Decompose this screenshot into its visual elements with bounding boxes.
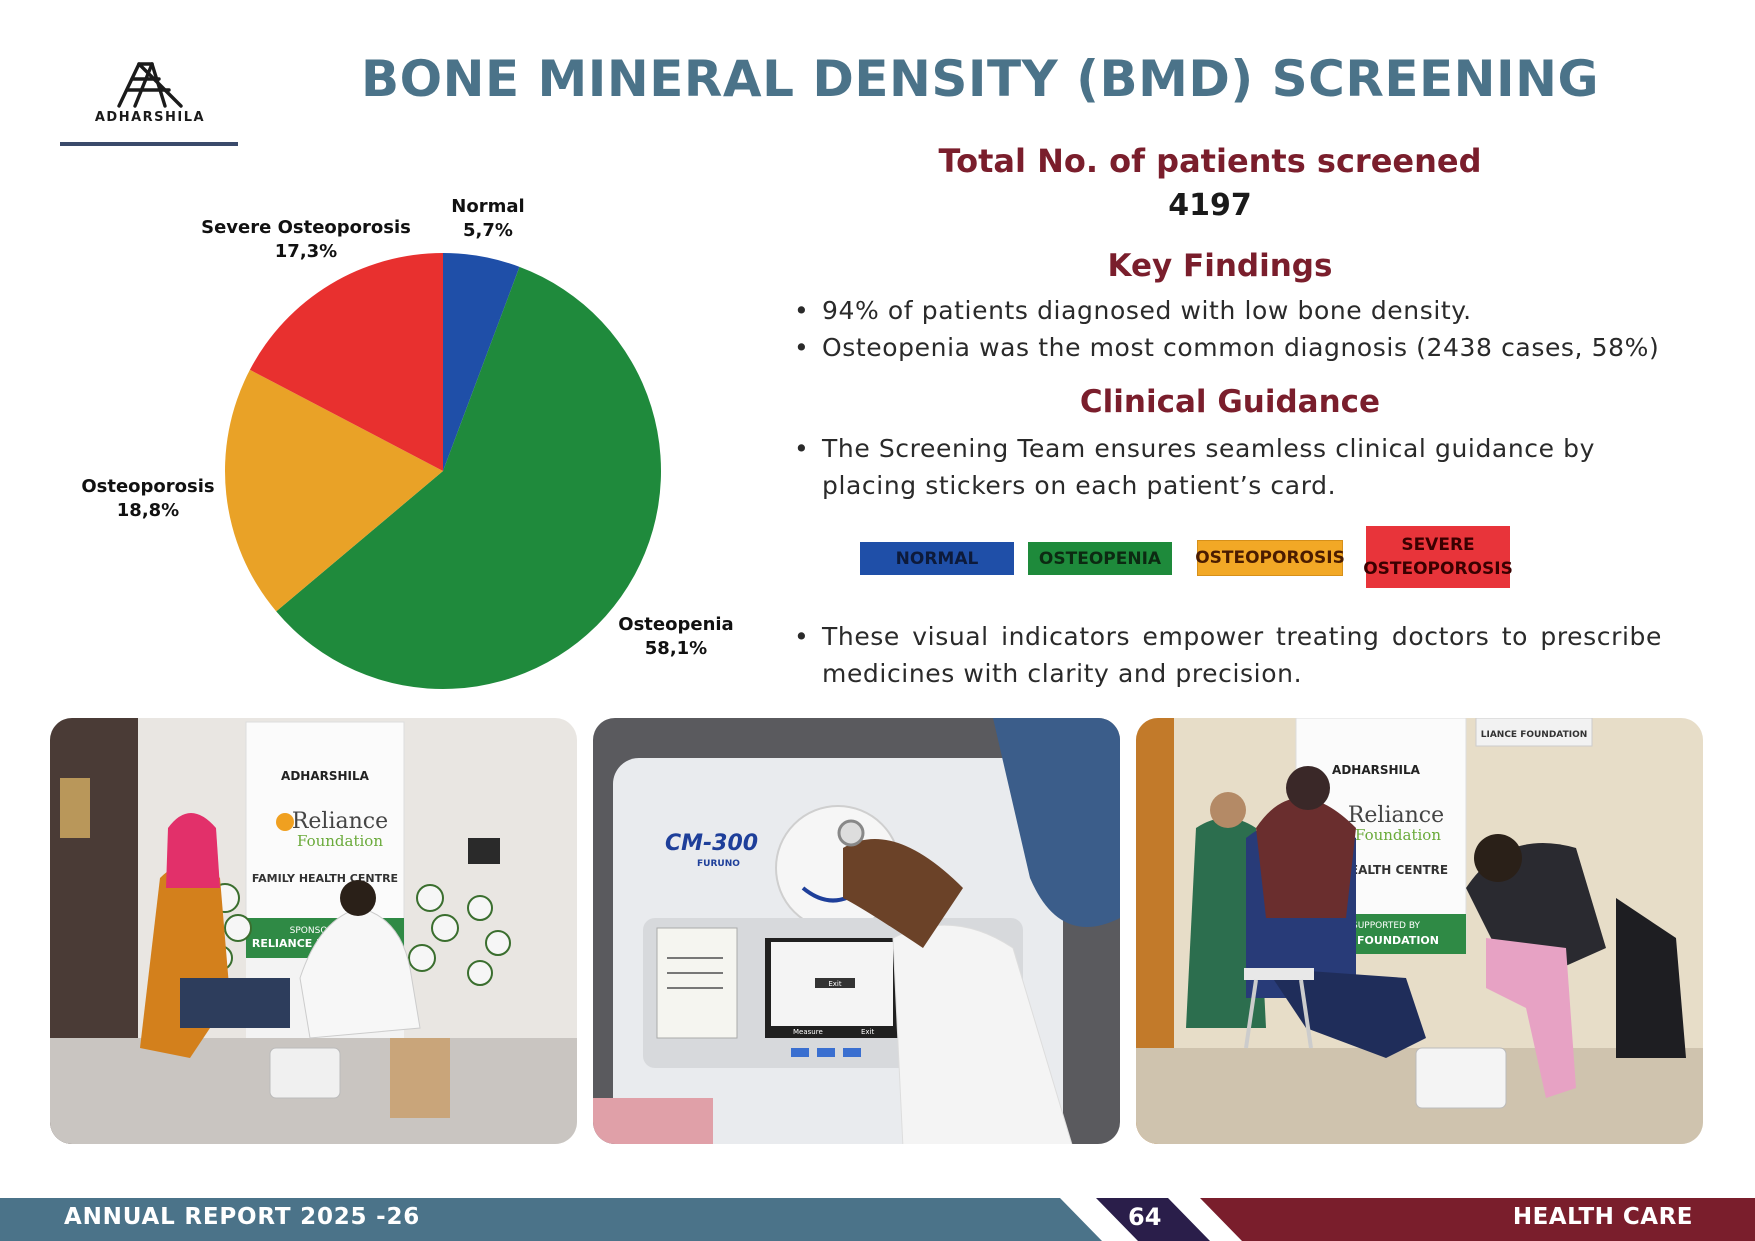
device-measure-button: Measure xyxy=(793,1028,823,1036)
device-brand: FURUNO xyxy=(697,859,740,869)
sign-text: LIANCE FOUNDATION xyxy=(1481,730,1588,740)
pie-label-value: 17,3% xyxy=(275,241,337,262)
photo-screening-room: ADHARSHILA Reliance Foundation FAMILY HE… xyxy=(50,718,577,1144)
logo-text: ADHARSHILA xyxy=(94,110,206,125)
footer-report-title: ANNUAL REPORT 2025 -26 xyxy=(64,1204,421,1230)
pie-label-value: 5,7% xyxy=(463,220,513,241)
list-item: 94% of patients diagnosed with low bone … xyxy=(794,292,1682,329)
footer-section: HEALTH CARE xyxy=(1512,1204,1693,1230)
banner-brand-2: Foundation xyxy=(297,832,383,850)
pie-slice-osteopenia xyxy=(276,266,661,689)
pie-slice-severe-osteoporosis xyxy=(249,253,443,471)
sticker-osteopenia: OSTEOPENIA xyxy=(1028,542,1172,575)
device-exit-button: Exit xyxy=(861,1028,875,1036)
banner-centre: FAMILY HEALTH CENTRE xyxy=(252,872,398,885)
photo-patient-scan: LIANCE FOUNDATION ADHARSHILA Reliance Fo… xyxy=(1136,718,1703,1144)
key-findings-list: 94% of patients diagnosed with low bone … xyxy=(794,292,1682,366)
sticker-normal: NORMAL xyxy=(860,542,1014,575)
key-findings-title: Key Findings xyxy=(1107,248,1333,284)
pie-label-value: 58,1% xyxy=(645,638,707,659)
photo-2-illustration: CM-300 FURUNO Exit Measure Exit xyxy=(593,718,1120,1144)
page-title: BONE MINERAL DENSITY (BMD) SCREENING xyxy=(360,50,1600,108)
sticker-osteoporosis: OSTEOPOROSIS xyxy=(1195,540,1345,576)
pie-slice-normal xyxy=(443,253,520,471)
pie-label-name: Osteoporosis xyxy=(81,476,214,497)
pie-chart: Normal 5,7% Osteopenia 58,1% Osteoporosis 18,… xyxy=(60,190,760,700)
banner-brand: Reliance xyxy=(1348,803,1444,828)
device-dialog: Exit xyxy=(828,980,842,988)
list-item: Osteopenia was the most common diagnosis… xyxy=(794,329,1682,366)
list-item: The Screening Team ensures seamless clin… xyxy=(794,430,1662,504)
photo-3-illustration: LIANCE FOUNDATION ADHARSHILA Reliance Fo… xyxy=(1136,718,1703,1144)
banner-centre: HEALTH CENTRE xyxy=(1340,863,1448,877)
ladder-logo-icon xyxy=(117,62,183,108)
logo-underline xyxy=(60,142,238,146)
clinical-guidance-list: The Screening Team ensures seamless clin… xyxy=(794,430,1662,504)
total-patients-value: 4197 xyxy=(1168,188,1252,223)
banner-sponsor-2: FOUNDATION xyxy=(1357,934,1439,947)
page-number: 64 xyxy=(1128,1203,1162,1231)
footer-band xyxy=(0,1198,1755,1241)
pie-label-value: 18,8% xyxy=(117,500,179,521)
banner-org: ADHARSHILA xyxy=(281,769,370,783)
pie-label-name: Severe Osteoporosis xyxy=(201,217,411,238)
closing-note: These visual indicators empower treating… xyxy=(794,618,1662,692)
list-item: These visual indicators empower treating… xyxy=(794,618,1662,692)
pie-label-name: Osteopenia xyxy=(618,614,733,635)
pie-chart-svg: Normal 5,7% Osteopenia 58,1% Osteoporosis 18,… xyxy=(81,196,734,689)
total-patients-label: Total No. of patients screened xyxy=(938,142,1482,180)
banner-brand-2: Foundation xyxy=(1355,826,1441,844)
photo-1-illustration: ADHARSHILA Reliance Foundation FAMILY HE… xyxy=(50,718,577,1144)
photo-bmd-device: CM-300 FURUNO Exit Measure Exit xyxy=(593,718,1120,1144)
footer: ANNUAL REPORT 2025 -26 64 HEALTH CARE xyxy=(0,1198,1755,1241)
banner-org: ADHARSHILA xyxy=(1332,763,1421,777)
pie-slice-osteoporosis xyxy=(225,369,443,612)
device-name: CM-300 xyxy=(665,831,758,856)
banner-brand: Reliance xyxy=(292,809,388,834)
logo: ADHARSHILA xyxy=(60,52,240,150)
clinical-guidance-title: Clinical Guidance xyxy=(1079,384,1381,420)
pie-label-name: Normal xyxy=(451,196,524,217)
banner-sponsor: SUPPORTED BY xyxy=(1352,921,1420,931)
